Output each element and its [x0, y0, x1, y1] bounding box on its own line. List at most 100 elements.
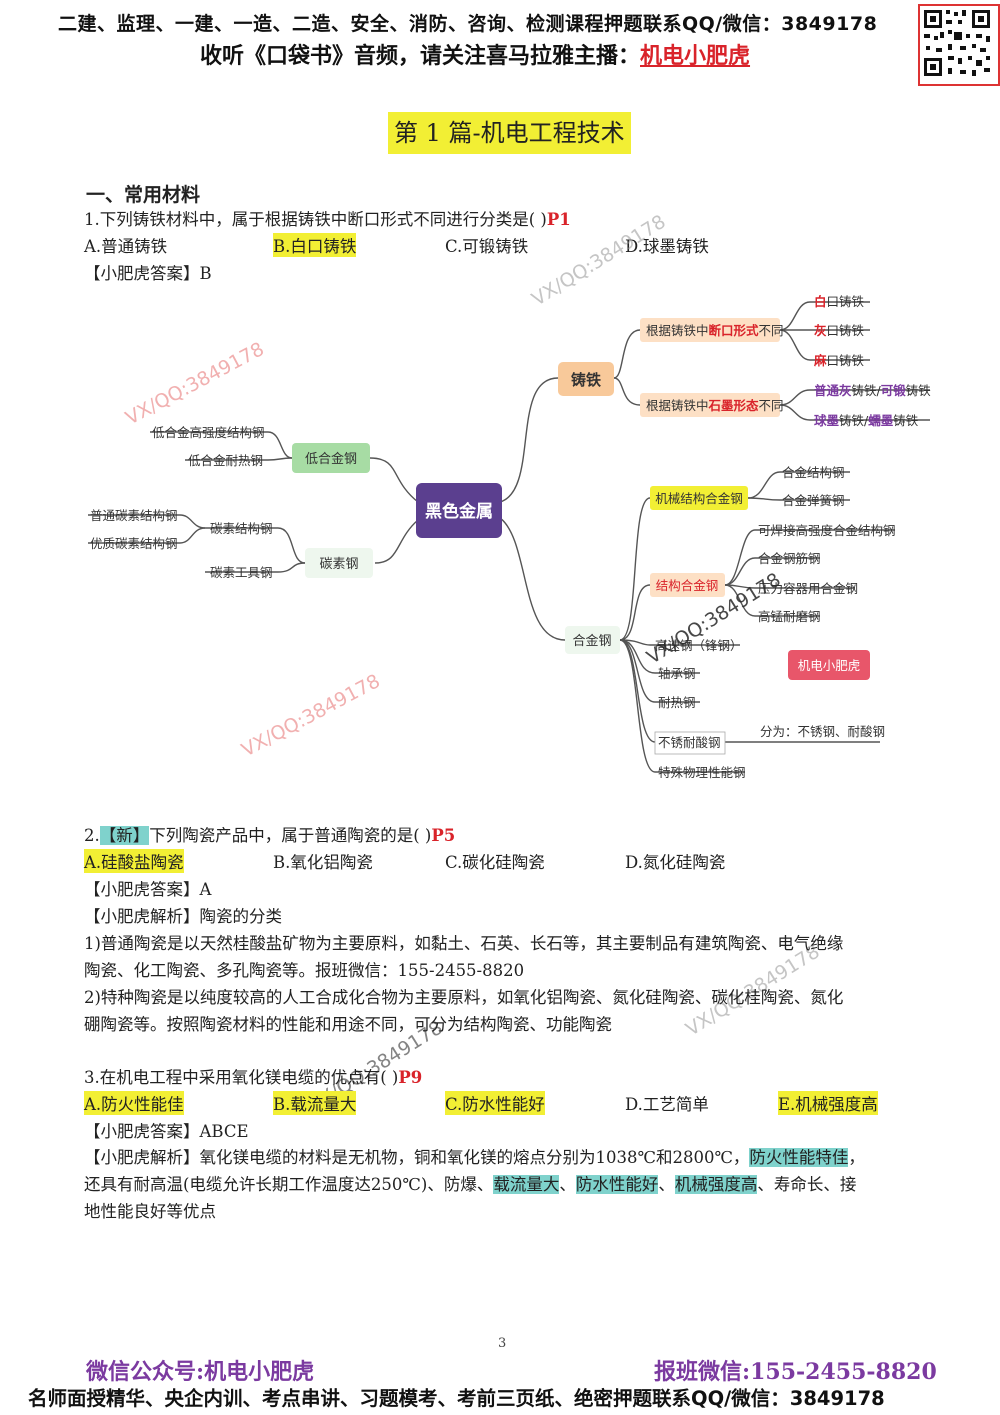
q1-page-ref: P1 [546, 210, 571, 229]
leaf-gaosu: 高速钢（锋钢） [655, 638, 743, 653]
leaf-jg4: 高锰耐磨钢 [758, 609, 821, 624]
q3-b-sep1: 、 [559, 1175, 576, 1194]
node-jixie-label: 机械结构合金钢 [655, 491, 743, 506]
leaf-jg2: 合金钢筋钢 [758, 551, 821, 566]
q2-analysis-title: 【小肥虎解析】陶瓷的分类 [84, 907, 282, 926]
q1-stem-text: 1.下列铸铁材料中，属于根据铸铁中断口形式不同进行分类是( ) [84, 210, 547, 229]
header-anchor-link[interactable]: 机电小肥虎 [640, 44, 751, 69]
node-shimo [640, 393, 780, 417]
q3-stem: 3.在机电工程中采用氧化镁电缆的优点有( )P9 [84, 1064, 422, 1088]
leaf-zhoucheng: 轴承钢 [658, 666, 696, 681]
footer-signup-wechat: 报班微信:155-2455-8820 [654, 1359, 937, 1385]
q2-stem-text: 下列陶瓷产品中，属于普通陶瓷的是( ) [149, 826, 432, 845]
leaf-buxiu-note: 分为：不锈钢、耐酸钢 [760, 724, 885, 739]
qr-code-icon [918, 4, 1000, 86]
q3-option-e: E.机械强度高 [778, 1091, 878, 1115]
node-dihejin [292, 443, 370, 473]
q3-a-hl1: 防火性能特佳 [749, 1148, 849, 1167]
q2-para2-line2: 硼陶瓷等。按照陶瓷材料的性能和用途不同，可分为结构陶瓷、功能陶瓷 [84, 1015, 612, 1034]
node-tansu-label: 碳素钢 [319, 557, 358, 572]
mindmap-center-node [416, 483, 502, 538]
leaf-buxiu: 不锈耐酸钢 [658, 735, 721, 750]
node-zhutie [558, 362, 614, 396]
node-zhutie-label: 铸铁 [571, 371, 601, 389]
leaf-putonghui: 普通灰铸铁/可锻铸铁 [814, 383, 931, 398]
header-line-1: 二建、监理、一建、一造、二造、安全、消防、咨询、检测课程押题联系QQ/微信：38… [58, 13, 878, 35]
footer-wechat-account: 微信公众号:机电小肥虎 [86, 1359, 315, 1385]
leaf-ts-gj: 碳素工具钢 [210, 565, 273, 580]
q2-para2-line1: 2)特种陶瓷是以纯度较高的人工合成化合物为主要原料，如氧化铝陶瓷、氮化硅陶瓷、碳… [84, 988, 844, 1007]
q2-option-a: A.硅酸盐陶瓷 [84, 849, 184, 873]
leaf-jg1: 可焊接高强度合金结构钢 [758, 523, 896, 538]
node-hejin [565, 626, 620, 654]
node-hejin-label: 合金钢 [572, 633, 611, 649]
q3-b-hl1: 载流量大 [493, 1175, 560, 1194]
section-heading: 一、常用材料 [86, 184, 201, 206]
q3-a-comma: ， [848, 1148, 865, 1167]
leaf-ts-yz: 优质碳素结构钢 [90, 536, 178, 551]
q3-option-d: D.工艺简单 [625, 1095, 709, 1114]
leaf-ts-pt: 普通碳素结构钢 [90, 508, 178, 523]
header-line-2: 收听《口袋书》音频，请关注喜马拉雅主播：机电小肥虎 [200, 38, 750, 70]
q2-answer: 【小肥虎答案】A [84, 880, 212, 899]
leaf-ts-jg: 碳素结构钢 [210, 521, 273, 536]
node-jiegou [650, 573, 725, 597]
leaf-nair: 耐热钢 [658, 695, 696, 710]
node-shimo-label: 根据铸铁中石墨形态不同 [646, 398, 784, 413]
q1-option-a: A.普通铸铁 [84, 237, 168, 256]
leaf-jg3: 压力容器用合金钢 [758, 581, 858, 596]
q3-analysis-line3: 地性能良好等优点 [84, 1202, 216, 1221]
node-tansu [305, 548, 373, 578]
q3-analysis-line2: 还具有耐高温(电缆允许长期工作温度达250℃)、防爆、载流量大、防水性能好、机械… [84, 1171, 856, 1195]
q1-stem: 1.下列铸铁材料中，属于根据铸铁中断口形式不同进行分类是( )P1 [84, 206, 571, 230]
node-dihejin-label: 低合金钢 [305, 451, 357, 467]
leaf-dh2: 低合金耐热钢 [188, 453, 263, 468]
q3-b-post: 、寿命长、接 [757, 1175, 857, 1194]
node-duankou [640, 318, 780, 342]
mindmap-center-label: 黑色金属 [425, 501, 493, 522]
q2-para1-line1: 1)普通陶瓷是以天然桂酸盐矿物为主要原料，如黏土、石英、长石等，其主要制品有建筑… [84, 934, 844, 953]
q2-option-d: D.氮化硅陶瓷 [625, 853, 726, 872]
q1-option-d: D.球墨铸铁 [625, 237, 709, 256]
q3-page-ref: P9 [398, 1068, 423, 1087]
q2-option-b: B.氧化铝陶瓷 [273, 853, 373, 872]
q3-b-pre: 还具有耐高温(电缆允许长期工作温度达250℃)、防爆、 [84, 1175, 494, 1194]
q3-b-hl2: 防水性能好 [575, 1175, 659, 1194]
page-title: 第 1 篇-机电工程技术 [388, 112, 631, 154]
q3-answer: 【小肥虎答案】ABCE [84, 1122, 249, 1141]
node-jiegou-label: 结构合金钢 [656, 578, 719, 593]
q3-b-sep2: 、 [658, 1175, 675, 1194]
q2-page-ref: P5 [431, 826, 456, 845]
leaf-jx1: 合金结构钢 [782, 465, 845, 480]
node-duankou-label: 根据铸铁中断口形式不同 [646, 323, 784, 338]
q3-a-pre: 【小肥虎解析】氧化镁电缆的材料是无机物，铜和氧化镁的熔点分别为1038℃和280… [84, 1148, 750, 1167]
leaf-baikou: 白口铸铁 [814, 294, 865, 309]
q2-number: 2. [84, 826, 100, 845]
q2-option-c: C.碳化硅陶瓷 [445, 853, 545, 872]
q1-answer: 【小肥虎答案】B [84, 264, 212, 283]
q2-stem: 2.【新】下列陶瓷产品中，属于普通陶瓷的是( )P5 [84, 822, 455, 846]
mindmap-badge [788, 650, 870, 680]
q3-b-hl3: 机械强度高 [674, 1175, 758, 1194]
leaf-jx2: 合金弹簧钢 [782, 493, 845, 508]
q3-stem-text: 3.在机电工程中采用氧化镁电缆的优点有( ) [84, 1068, 399, 1087]
leaf-huikou: 灰口铸铁 [814, 323, 865, 338]
leaf-makou: 麻口铸铁 [813, 353, 865, 368]
leaf-teshu: 特殊物理性能钢 [658, 765, 746, 780]
mindmap-badge-label: 机电小肥虎 [798, 658, 861, 673]
q1-option-b: B.白口铸铁 [273, 233, 357, 257]
header-line-2-prefix: 收听《口袋书》音频，请关注喜马拉雅主播： [200, 44, 641, 69]
q3-option-c: C.防水性能好 [445, 1091, 545, 1115]
node-jixie [650, 486, 748, 510]
leaf-qiumo: 球墨铸铁/蠕墨铸铁 [814, 413, 919, 428]
q3-option-b: B.载流量大 [273, 1091, 357, 1115]
q3-option-a: A.防火性能佳 [84, 1091, 184, 1115]
leaf-dh1: 低合金高强度结构钢 [152, 425, 265, 440]
node-buxiu [654, 731, 726, 755]
q2-para1-line2: 陶瓷、化工陶瓷、多孔陶瓷等。报班微信：155-2455-8820 [84, 961, 525, 980]
q2-new-tag: 【新】 [99, 826, 150, 845]
mind-map: 黑色金属 铸铁 根据铸铁中断口形式不同 根据铸铁中石墨形态不同 白口铸铁 灰口铸… [88, 294, 931, 780]
footer-contact-line: 名师面授精华、央企内训、考点串讲、习题模考、考前三页纸、绝密押题联系QQ/微信：… [28, 1387, 885, 1410]
page-number: 3 [498, 1336, 507, 1351]
q3-analysis-line1: 【小肥虎解析】氧化镁电缆的材料是无机物，铜和氧化镁的熔点分别为1038℃和280… [84, 1144, 865, 1168]
